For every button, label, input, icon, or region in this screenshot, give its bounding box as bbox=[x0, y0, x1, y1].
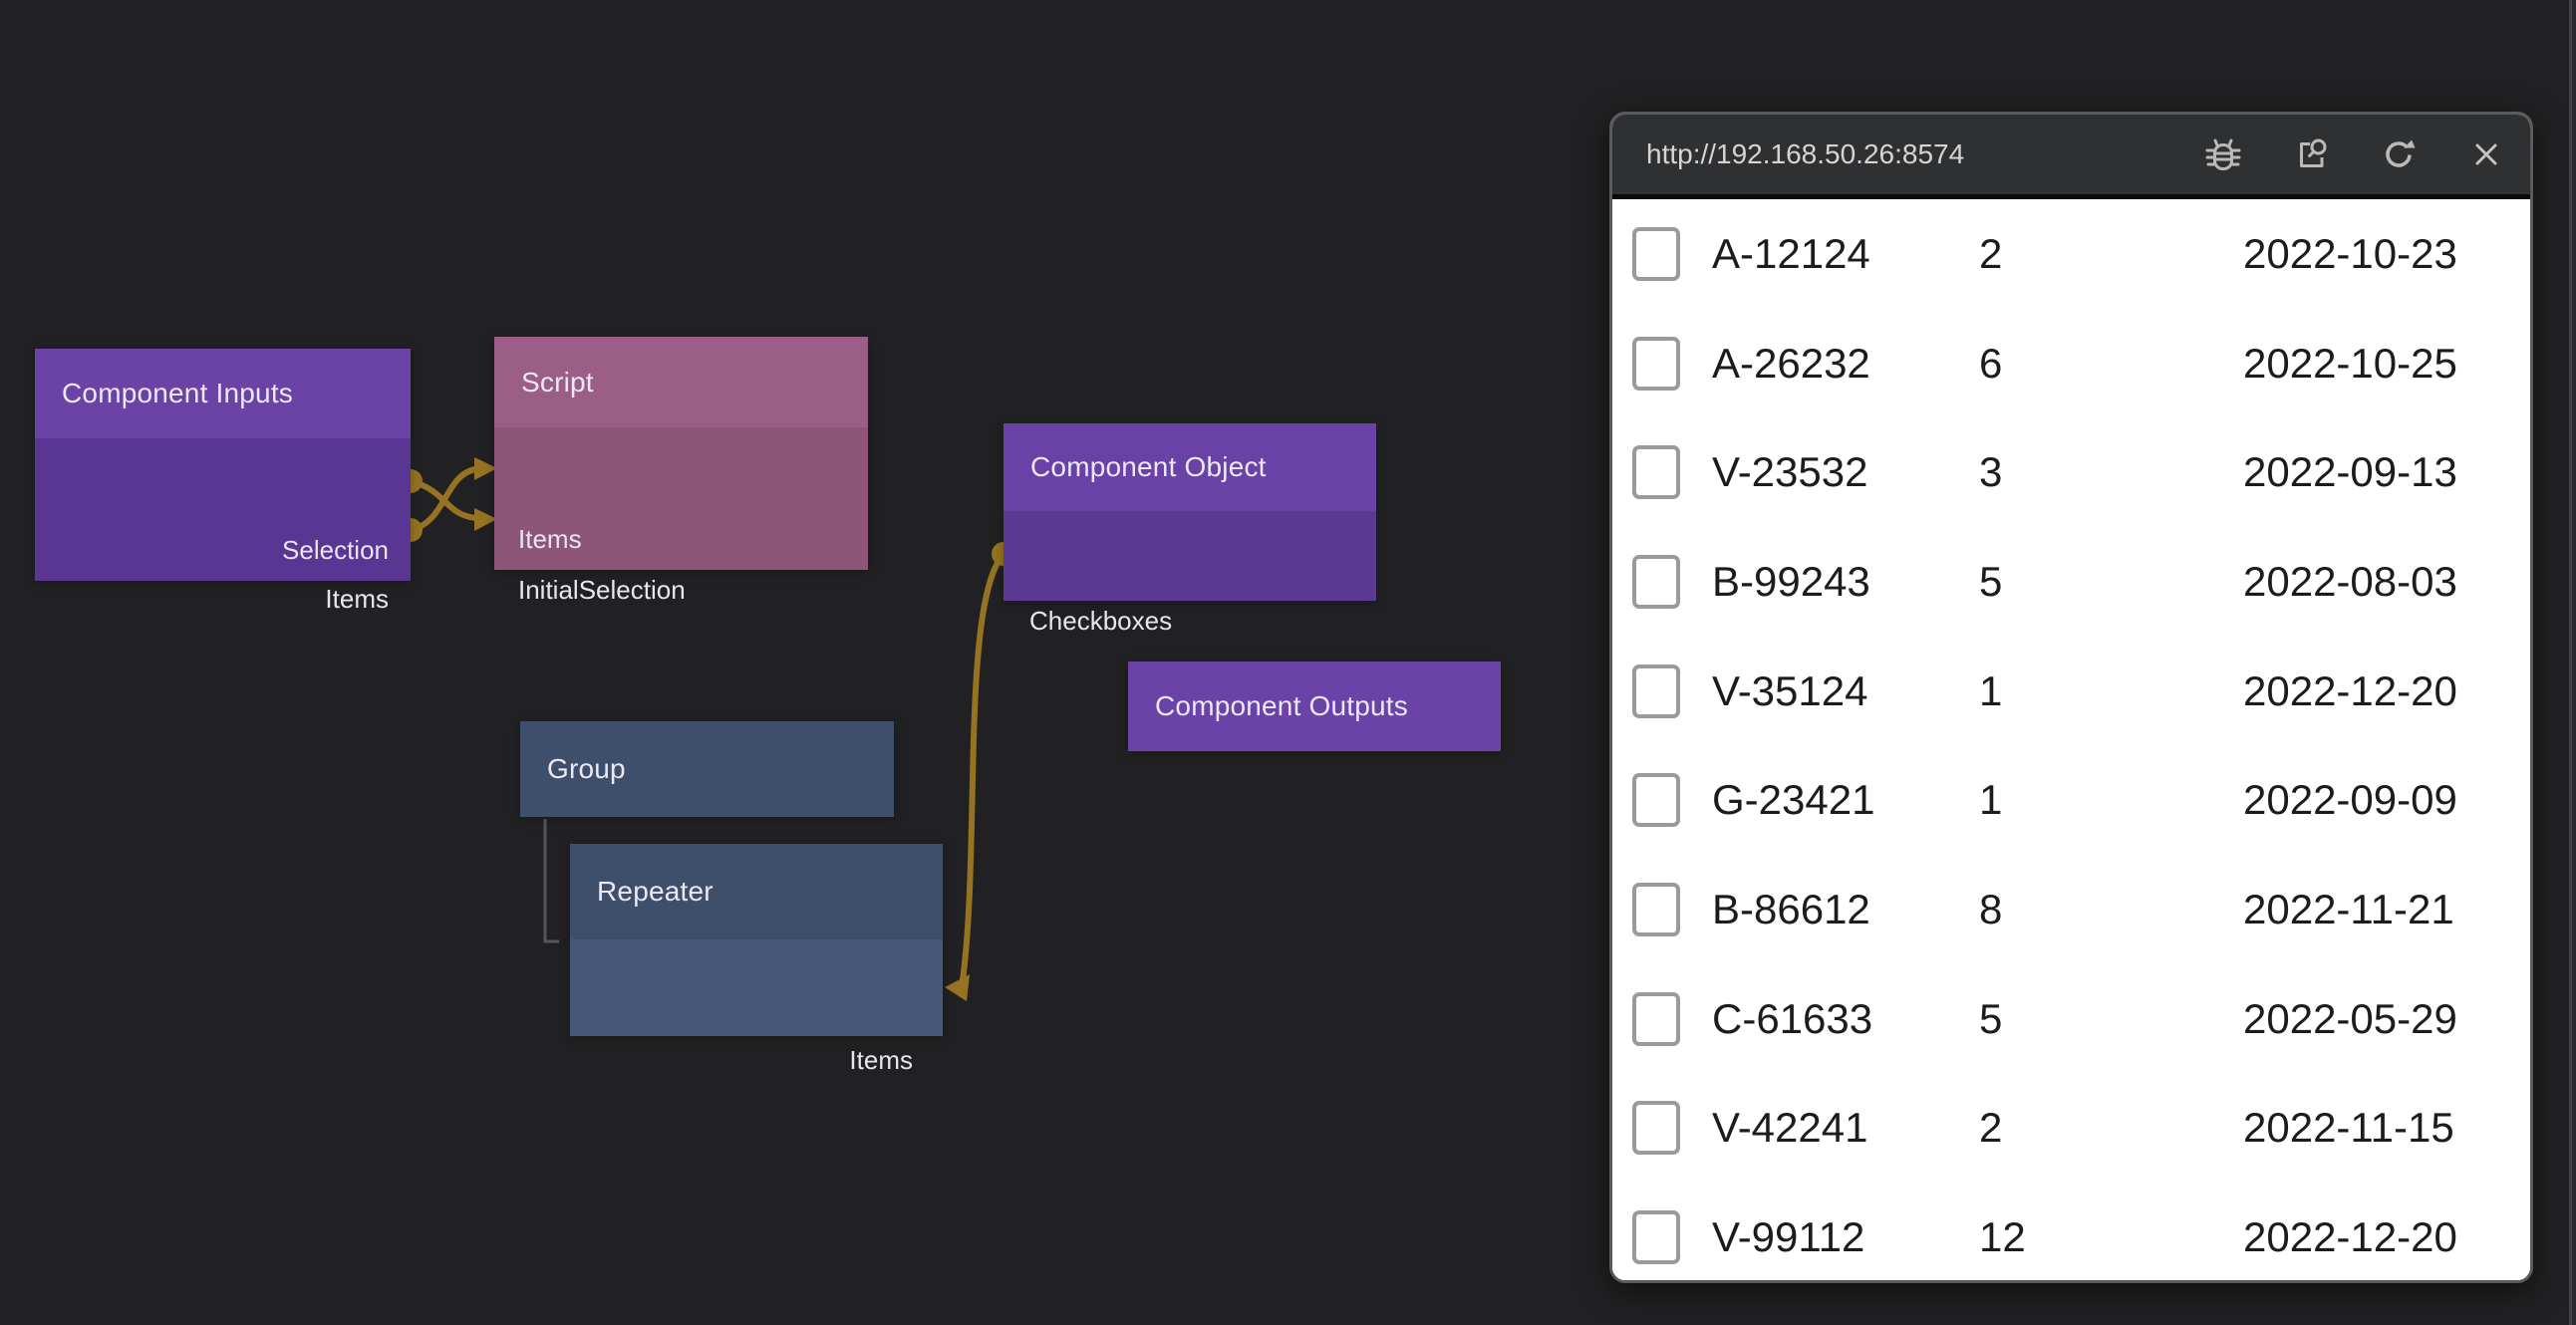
row-checkbox[interactable] bbox=[1632, 226, 1680, 281]
group-repeater-tree-line bbox=[543, 819, 559, 943]
node-body: Items bbox=[570, 939, 943, 1075]
port-label-items: Items bbox=[518, 524, 582, 554]
row-date: 2022-08-03 bbox=[2243, 557, 2457, 605]
row-date: 2022-12-20 bbox=[2243, 1213, 2457, 1261]
row-id: G-23421 bbox=[1712, 776, 1875, 824]
row-date: 2022-10-23 bbox=[2243, 229, 2457, 277]
arrowhead-repeater-items bbox=[945, 974, 970, 1001]
node-title-bar[interactable]: Component Object bbox=[1003, 423, 1376, 511]
row-qty: 2 bbox=[1979, 229, 2003, 277]
node-group[interactable]: Group bbox=[520, 721, 894, 817]
row-checkbox[interactable] bbox=[1632, 1101, 1680, 1156]
row-id: A-26232 bbox=[1712, 339, 1870, 387]
row-id: V-35124 bbox=[1712, 666, 1868, 714]
table-row: A-12124 2 2022-10-23 bbox=[1612, 199, 2530, 309]
row-qty: 5 bbox=[1979, 557, 2003, 605]
row-qty: 5 bbox=[1979, 994, 2003, 1042]
row-id: B-86612 bbox=[1712, 885, 1870, 932]
row-id: V-42241 bbox=[1712, 1104, 1868, 1152]
port-label-items: Items bbox=[325, 584, 389, 614]
table-row: V-42241 2 2022-11-15 bbox=[1612, 1074, 2530, 1184]
port-label-selection: Selection bbox=[282, 535, 389, 565]
row-qty: 8 bbox=[1979, 885, 2003, 932]
row-date: 2022-09-13 bbox=[2243, 448, 2457, 496]
wire-checkboxes-to-items[interactable] bbox=[960, 552, 1006, 981]
port-label-items: Items bbox=[849, 1045, 913, 1075]
row-qty: 12 bbox=[1979, 1213, 2026, 1261]
open-preview-icon[interactable] bbox=[2293, 136, 2329, 172]
refresh-icon[interactable] bbox=[2381, 136, 2417, 172]
table-row: B-99243 5 2022-08-03 bbox=[1612, 527, 2530, 637]
row-qty: 2 bbox=[1979, 1104, 2003, 1152]
row-checkbox[interactable] bbox=[1632, 1210, 1680, 1265]
row-date: 2022-10-25 bbox=[2243, 339, 2457, 387]
node-title-bar[interactable]: Repeater bbox=[570, 844, 943, 939]
node-title-bar[interactable]: Group bbox=[520, 721, 894, 817]
row-id: A-12124 bbox=[1712, 229, 1870, 277]
node-title: Component Outputs bbox=[1155, 690, 1408, 721]
node-repeater[interactable]: Repeater Items bbox=[570, 844, 943, 1075]
row-id: B-99243 bbox=[1712, 557, 1870, 605]
node-title: Repeater bbox=[597, 876, 714, 907]
table-row: G-23421 1 2022-09-09 bbox=[1612, 745, 2530, 855]
node-title: Group bbox=[547, 753, 626, 784]
row-date: 2022-09-09 bbox=[2243, 776, 2457, 824]
node-component-outputs[interactable]: Component Outputs bbox=[1128, 662, 1501, 751]
url-field[interactable]: http://192.168.50.26:8574 bbox=[1646, 138, 1965, 169]
row-checkbox[interactable] bbox=[1632, 445, 1680, 500]
row-checkbox[interactable] bbox=[1632, 336, 1680, 391]
close-icon[interactable] bbox=[2468, 136, 2504, 172]
table-row: A-26232 6 2022-10-25 bbox=[1612, 309, 2530, 418]
debug-bug-icon[interactable] bbox=[2205, 136, 2241, 172]
node-component-inputs[interactable]: Component Inputs Selection Items bbox=[35, 349, 411, 614]
row-date: 2022-11-21 bbox=[2243, 885, 2454, 932]
node-body: Selection Items bbox=[35, 438, 411, 614]
row-checkbox[interactable] bbox=[1632, 663, 1680, 718]
row-id: V-99112 bbox=[1712, 1213, 1865, 1261]
node-body: Items InitialSelection bbox=[494, 427, 868, 605]
node-title-bar[interactable]: Component Inputs bbox=[35, 349, 411, 438]
row-qty: 3 bbox=[1979, 448, 2003, 496]
row-date: 2022-12-20 bbox=[2243, 666, 2457, 714]
preview-table: A-12124 2 2022-10-23 A-26232 6 2022-10-2… bbox=[1612, 199, 2530, 1280]
node-title: Component Object bbox=[1030, 451, 1267, 482]
port-label-initialselection: InitialSelection bbox=[518, 575, 686, 605]
node-title: Component Inputs bbox=[62, 378, 294, 408]
row-checkbox[interactable] bbox=[1632, 991, 1680, 1046]
wire-items-to-items[interactable] bbox=[410, 466, 476, 533]
table-row: V-35124 1 2022-12-20 bbox=[1612, 637, 2530, 746]
row-checkbox[interactable] bbox=[1632, 554, 1680, 609]
table-row: V-99112 12 2022-12-20 bbox=[1612, 1183, 2530, 1280]
row-id: C-61633 bbox=[1712, 994, 1873, 1042]
window-edge-line bbox=[2569, 0, 2572, 1325]
row-date: 2022-11-15 bbox=[2243, 1104, 2454, 1152]
node-title: Script bbox=[521, 366, 594, 398]
node-title-bar[interactable]: Component Outputs bbox=[1128, 662, 1501, 751]
browser-title-bar[interactable]: http://192.168.50.26:8574 bbox=[1612, 115, 2530, 199]
table-row: C-61633 5 2022-05-29 bbox=[1612, 964, 2530, 1074]
row-date: 2022-05-29 bbox=[2243, 994, 2457, 1042]
node-component-object[interactable]: Component Object Checkboxes bbox=[1003, 423, 1376, 636]
row-qty: 1 bbox=[1979, 666, 2003, 714]
port-label-checkboxes: Checkboxes bbox=[1029, 606, 1173, 636]
row-checkbox[interactable] bbox=[1632, 882, 1680, 936]
window-edge-gutter bbox=[2572, 0, 2576, 1325]
node-script[interactable]: Script Items InitialSelection bbox=[494, 337, 868, 605]
row-qty: 1 bbox=[1979, 776, 2003, 824]
row-id: V-23532 bbox=[1712, 448, 1868, 496]
node-body: Checkboxes bbox=[1003, 511, 1376, 636]
table-row: B-86612 8 2022-11-21 bbox=[1612, 855, 2530, 964]
row-qty: 6 bbox=[1979, 339, 2003, 387]
wire-selection-to-initialselection[interactable] bbox=[410, 478, 476, 521]
table-row: V-23532 3 2022-09-13 bbox=[1612, 417, 2530, 527]
node-title-bar[interactable]: Script bbox=[494, 337, 868, 427]
browser-preview-panel: http://192.168.50.26:8574 bbox=[1609, 112, 2533, 1283]
row-checkbox[interactable] bbox=[1632, 773, 1680, 828]
